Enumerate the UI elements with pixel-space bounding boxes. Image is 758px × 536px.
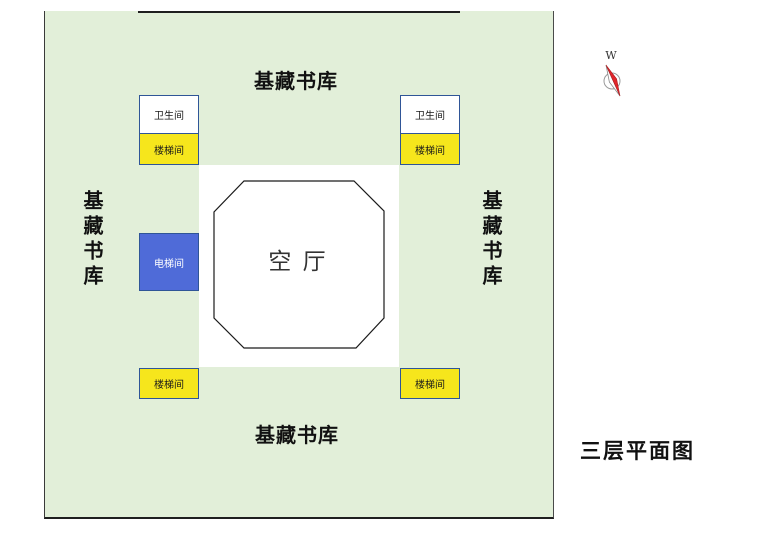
room-elevator: 电梯间 bbox=[139, 233, 199, 291]
plan-title: 三层平面图 bbox=[580, 438, 695, 463]
compass-needle-head bbox=[605, 64, 621, 97]
floor-top-wall bbox=[138, 11, 460, 13]
room-top-right-restroom: 卫生间 bbox=[400, 95, 460, 134]
compass-icon bbox=[603, 64, 621, 97]
room-top-right-stairs: 楼梯间 bbox=[400, 133, 460, 165]
room-bottom-left-stairs: 楼梯间 bbox=[139, 368, 199, 399]
stack-label-left: 基藏书库 bbox=[80, 190, 104, 290]
room-top-left-stairs: 楼梯间 bbox=[139, 133, 199, 165]
stack-label-top: 基藏书库 bbox=[254, 69, 338, 93]
compass-direction-label: W bbox=[605, 49, 617, 62]
stack-label-right: 基藏书库 bbox=[479, 190, 503, 290]
room-top-left-restroom: 卫生间 bbox=[139, 95, 199, 134]
hall-label: 空 厅 bbox=[268, 249, 328, 275]
stack-label-bottom: 基藏书库 bbox=[255, 423, 339, 447]
room-bottom-right-stairs: 楼梯间 bbox=[400, 368, 460, 399]
